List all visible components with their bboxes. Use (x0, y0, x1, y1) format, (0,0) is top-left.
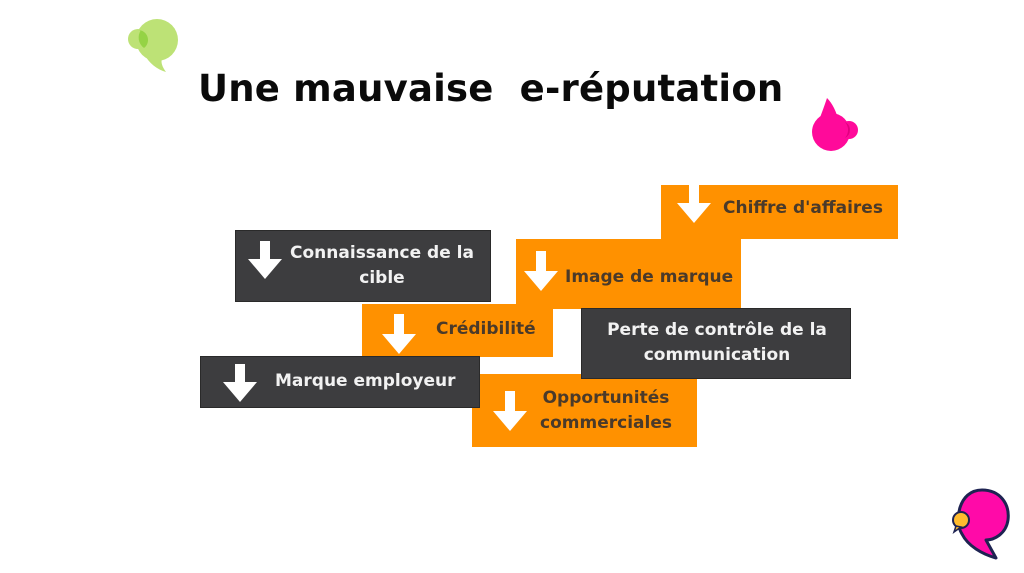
box-label-line2: commerciales (540, 413, 672, 433)
box-label-line1: Perte de contrôle de la (607, 320, 827, 340)
down-arrow-icon (524, 251, 558, 291)
box-label-line2: cible (359, 268, 405, 288)
down-arrow-icon (493, 391, 527, 431)
box-label: Chiffre d'affaires (723, 198, 883, 218)
box-connaissance-cible: Connaissance de la cible (235, 230, 491, 302)
down-arrow-icon (382, 314, 416, 354)
down-arrow-icon (677, 185, 711, 223)
box-label: Image de marque (565, 267, 734, 287)
box-perte-controle: Perte de contrôle de la communication (581, 308, 851, 379)
down-arrow-icon (248, 241, 282, 279)
box-credibilite: Crédibilité (362, 304, 553, 357)
box-label-line1: Connaissance de la (290, 243, 474, 263)
pink-speech-bubble-icon (812, 98, 858, 151)
logo-speech-bubble-icon (952, 488, 1010, 560)
down-arrow-icon (223, 364, 257, 402)
box-image-de-marque: Image de marque (516, 239, 741, 309)
box-label: Crédibilité (436, 319, 536, 339)
green-speech-bubble-icon (128, 19, 178, 72)
box-opportunites-commerciales: Opportunités commerciales (472, 374, 697, 447)
box-label-line2: communication (643, 345, 791, 365)
box-label-line1: Opportunités (542, 388, 670, 408)
box-marque-employeur: Marque employeur (200, 356, 480, 408)
box-chiffre-affaires: Chiffre d'affaires (661, 185, 898, 239)
box-label: Marque employeur (275, 371, 456, 391)
slide-title: Une mauvaise e-réputation (198, 67, 784, 110)
